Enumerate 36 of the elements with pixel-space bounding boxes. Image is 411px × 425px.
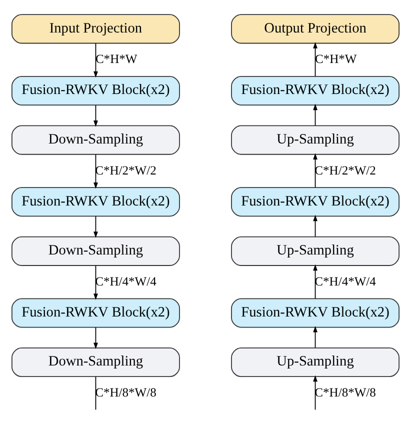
node-box: Fusion-RWKV Block(x2)	[231, 298, 400, 328]
edge-label: C*H/8*W/8	[314, 386, 376, 400]
edge-label: C*H/2*W/2	[314, 163, 376, 178]
arrow	[313, 153, 318, 188]
edge-label: C*H/2*W/2	[95, 163, 156, 178]
node-box: Fusion-RWKV Block(x2)	[12, 76, 180, 106]
node-box: Fusion-RWKV Block(x2)	[12, 187, 180, 217]
node-box: Fusion-RWKV Block(x2)	[231, 187, 400, 217]
edge-label: C*H/4*W/4	[314, 274, 376, 288]
edge-label: C*H*W	[314, 52, 357, 66]
node-box: Fusion-RWKV Block(x2)	[12, 298, 180, 328]
arrow	[94, 104, 98, 127]
arrow	[313, 42, 318, 77]
node-box: Fusion-RWKV Block(x2)	[231, 76, 400, 106]
arrow	[313, 214, 318, 238]
arrow	[313, 104, 318, 126]
node-box: Down-Sampling	[12, 348, 180, 378]
arrow	[313, 375, 318, 410]
node-box: Down-Sampling	[12, 125, 180, 155]
node-box: Input Projection	[12, 14, 180, 44]
node-box: Output Projection	[231, 14, 400, 44]
arrow	[94, 216, 98, 238]
arrow	[94, 154, 98, 189]
edge-label: C*H/8*W/8	[95, 386, 156, 400]
arrow	[94, 43, 98, 78]
edge-label: C*H/4*W/4	[95, 274, 156, 288]
arrow	[94, 326, 98, 350]
node-box: Up-Sampling	[231, 236, 400, 266]
arrow	[94, 265, 98, 300]
connector	[95, 376, 96, 410]
arrow	[313, 264, 318, 299]
arrow	[313, 326, 318, 348]
edge-label: C*H*W	[95, 52, 138, 66]
node-box: Up-Sampling	[231, 348, 400, 378]
node-box: Down-Sampling	[12, 236, 180, 266]
node-box: Up-Sampling	[231, 125, 400, 155]
